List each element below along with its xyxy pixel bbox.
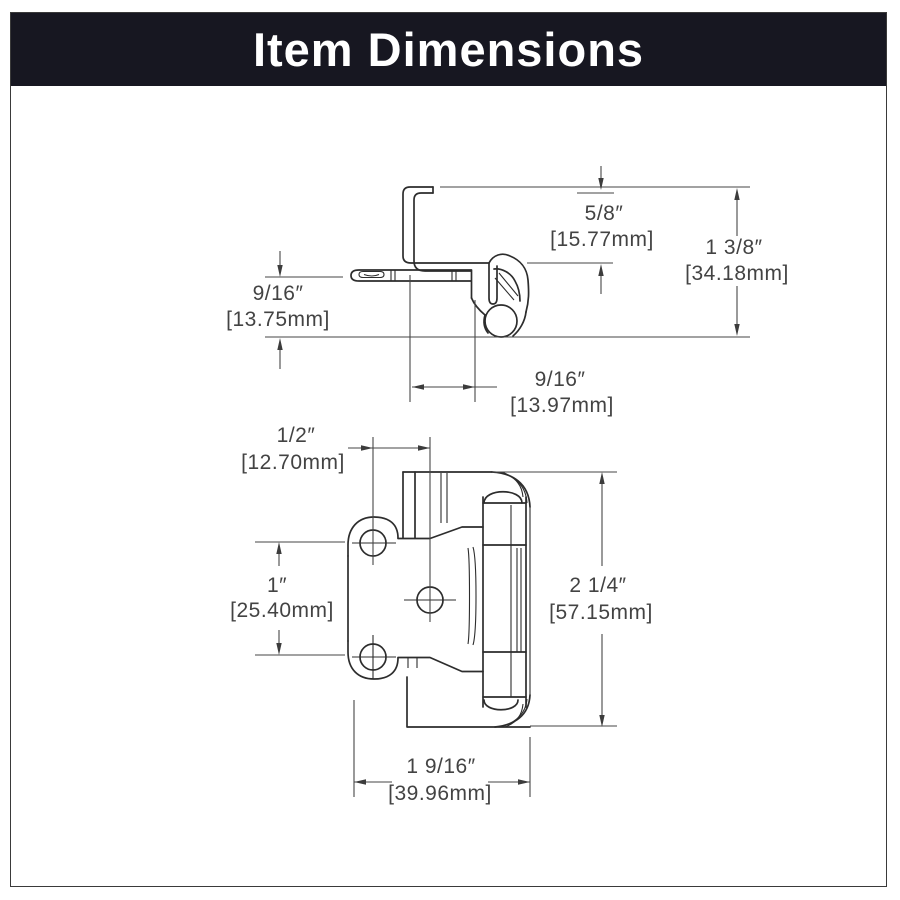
arrowhead [734, 188, 740, 200]
dim-overall-width-inch: 1 9/16″ [406, 755, 475, 778]
dim-overlay-depth-inch: 5/8″ [585, 202, 624, 225]
arrowhead [277, 265, 283, 277]
dim-overall-width-mm: [39.96mm] [388, 782, 492, 805]
side-door-wrap-outline [402, 186, 490, 272]
arrowhead [734, 324, 740, 336]
page-title: Item Dimensions [252, 23, 645, 76]
dim-hole-offset-mm: [12.70mm] [241, 451, 345, 474]
arrowhead [599, 715, 605, 727]
side-barrel-circle [484, 304, 518, 338]
dim-hole-spacing-inch: 1″ [267, 574, 287, 597]
front-barrel [467, 491, 527, 711]
arrowhead [412, 384, 424, 390]
side-pivot-mechanism [470, 253, 530, 338]
arrowhead [598, 178, 604, 190]
front-view-group: 1/2″ [12.70mm] 1″ [25.40mm] 2 1/4″ [57.1… [230, 424, 653, 805]
dim-hole-offset: 1/2″ [12.70mm] [241, 424, 430, 474]
sheet-border: Item Dimensions [10, 12, 887, 887]
dim-overlay-depth-mm: [15.77mm] [550, 228, 654, 251]
dim-offset-width-inch: 9/16″ [535, 368, 586, 391]
dim-overlay-depth: 5/8″ [15.77mm] [550, 166, 654, 294]
arrowhead [276, 643, 282, 655]
arrowhead [598, 264, 604, 276]
dim-offset-width-mm: [13.97mm] [510, 394, 614, 417]
arrowhead [354, 779, 366, 785]
dim-overall-height: 2 1/4″ [57.15mm] [549, 472, 653, 727]
arrowhead [418, 445, 430, 451]
dim-flange-height-inch: 9/16″ [253, 282, 304, 305]
dim-overall-depth-mm: [34.18mm] [685, 262, 789, 285]
dim-hole-spacing: 1″ [25.40mm] [230, 542, 334, 655]
side-view-group: 5/8″ [15.77mm] 9/16″ [13.75mm] 1 3/8″ [3… [226, 166, 789, 417]
dim-overall-height-inch: 2 1/4″ [569, 574, 626, 597]
arrowhead [599, 472, 605, 484]
arrowhead [276, 542, 282, 554]
dim-overall-depth-inch: 1 3/8″ [705, 236, 762, 259]
dim-hole-spacing-mm: [25.40mm] [230, 599, 334, 622]
arrowhead [277, 338, 283, 350]
dim-hole-offset-inch: 1/2″ [277, 424, 316, 447]
front-reference-lines [255, 437, 617, 797]
dim-flange-height-mm: [13.75mm] [226, 308, 330, 331]
arrowhead [463, 384, 475, 390]
side-frame-flange [350, 269, 473, 299]
title-banner: Item Dimensions [11, 13, 886, 86]
dim-overall-depth: 1 3/8″ [34.18mm] [685, 188, 789, 336]
side-reference-lines [265, 186, 750, 402]
arrowhead [518, 779, 530, 785]
dim-overall-height-mm: [57.15mm] [549, 601, 653, 624]
arrowhead [361, 445, 373, 451]
front-door-wrap [402, 471, 531, 728]
front-frame-wing [347, 516, 484, 680]
dim-overall-width: 1 9/16″ [39.96mm] [354, 755, 530, 805]
dim-flange-height: 9/16″ [13.75mm] [226, 251, 330, 369]
dim-offset-width: 9/16″ [13.97mm] [412, 368, 614, 417]
